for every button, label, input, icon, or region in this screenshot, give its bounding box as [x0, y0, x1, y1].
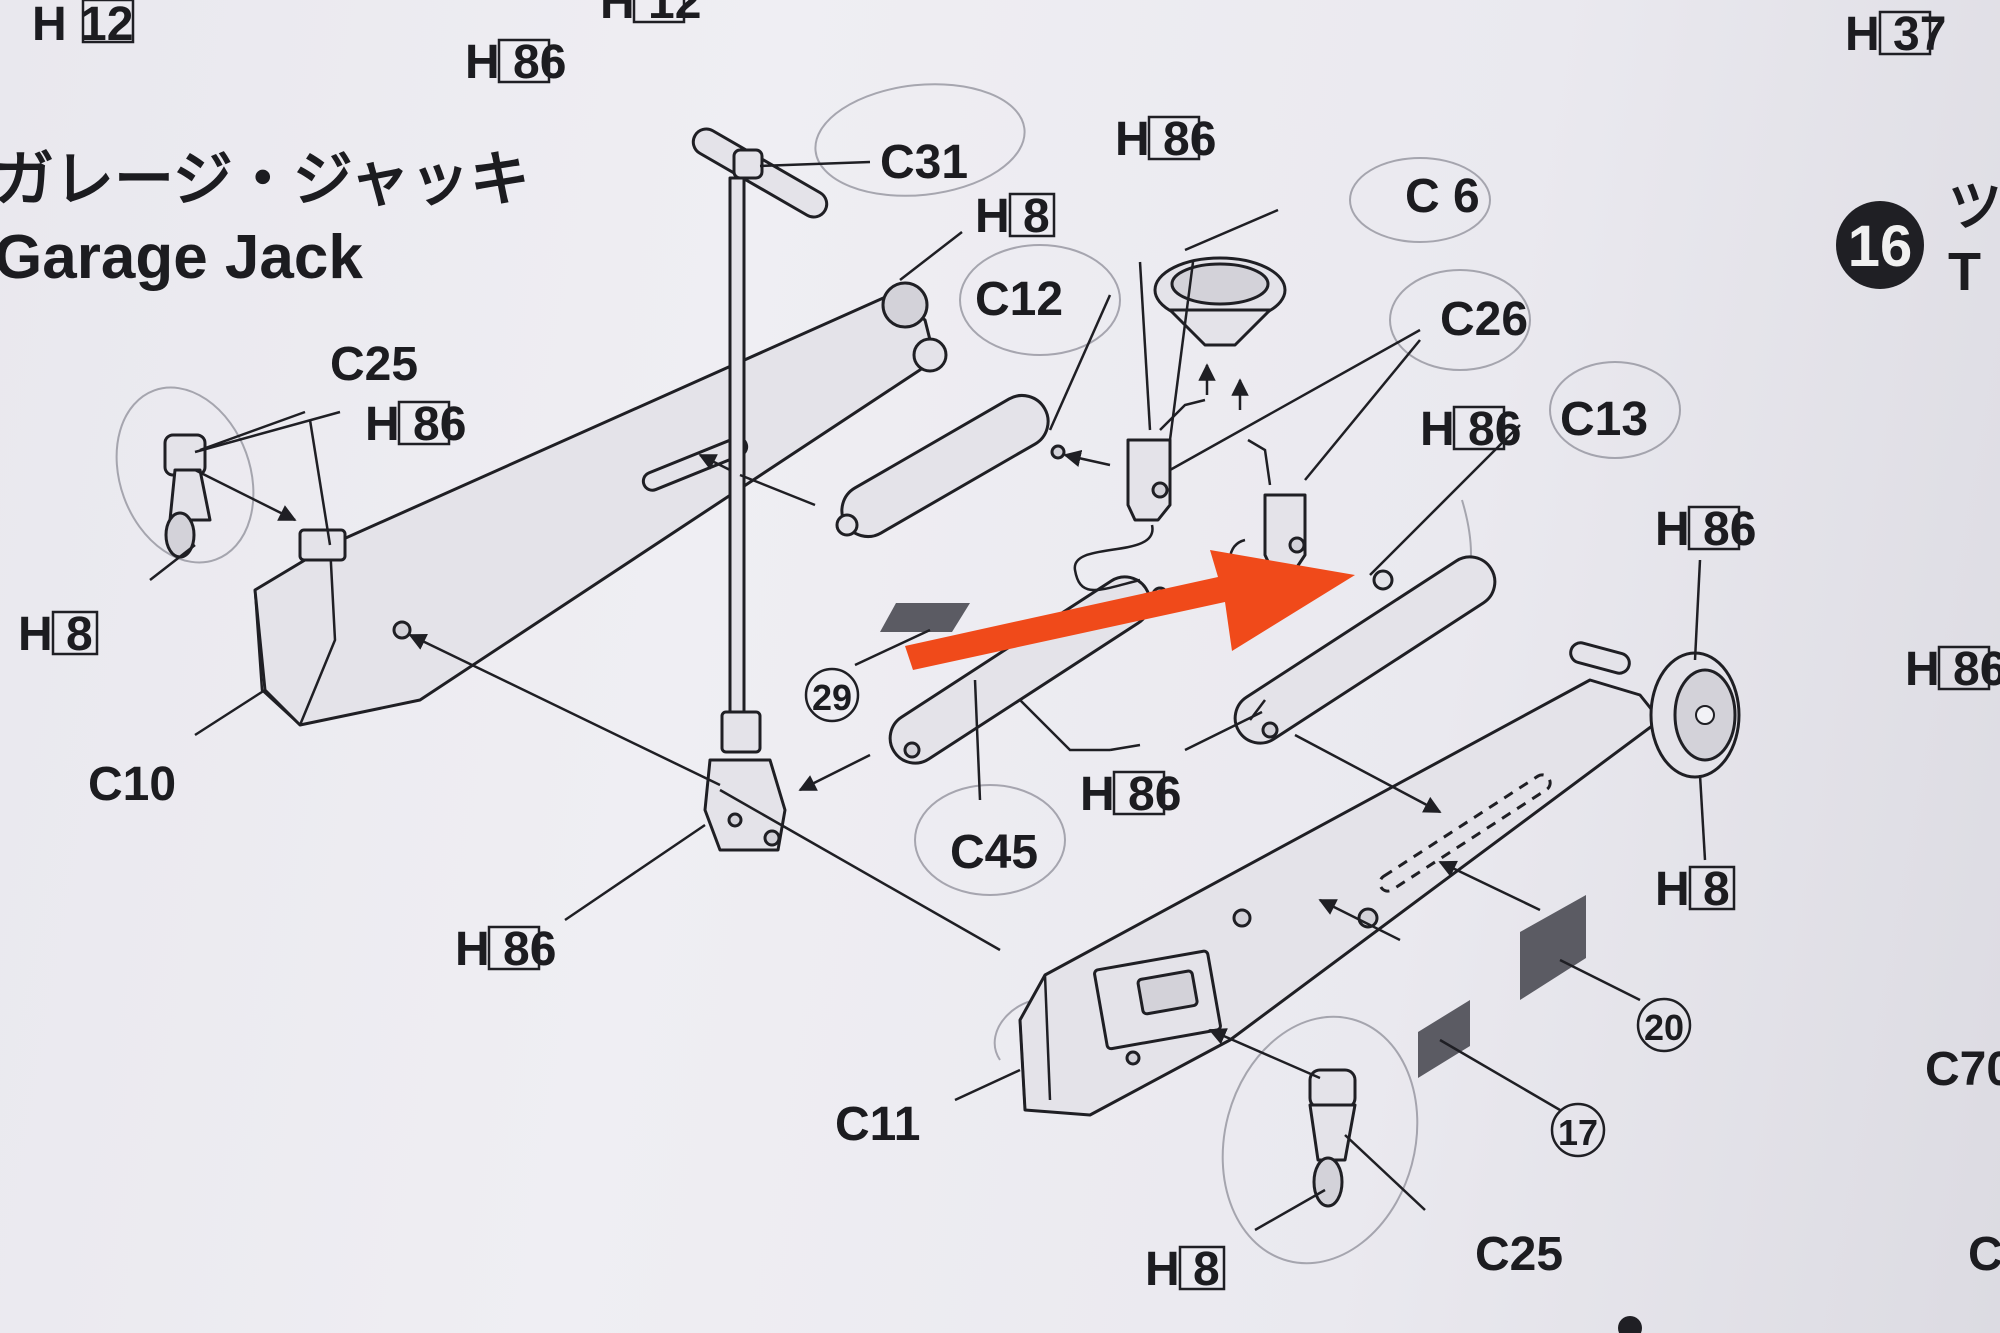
- part-c12-roller: [835, 394, 1066, 538]
- title-english: Garage Jack: [0, 223, 363, 292]
- label-h8-left: H 8: [18, 608, 93, 661]
- part-c26-brackets: [1073, 398, 1307, 592]
- part-c11-arm: [1018, 641, 1741, 1117]
- leader-lines: [149, 160, 1707, 1232]
- decal-number-29: 29: [812, 677, 852, 718]
- part-c31-handle: [691, 127, 829, 852]
- label-c10: C10: [88, 758, 176, 811]
- label-c11: C11: [835, 1098, 920, 1151]
- decal-shapes: [880, 603, 1586, 1078]
- label-c-edge: C: [1968, 1228, 2000, 1281]
- next-step-title-fragment: ツ: [1948, 177, 2000, 237]
- label-h8-handle: H 8: [975, 190, 1050, 243]
- part-c25-caster-right: [1308, 1068, 1357, 1208]
- part-c10-arm: [253, 281, 948, 727]
- label-c25-left: C25: [330, 338, 418, 391]
- title-japanese: ガレージ・ジャッキ: [0, 145, 530, 215]
- decal-numbers: 29 20 17: [804, 667, 1692, 1158]
- label-c70-edge: C70: [1925, 1043, 2000, 1096]
- part-c6-saddle: [1153, 256, 1287, 410]
- step-number: 16: [1848, 214, 1913, 279]
- label-h12-top: H 12: [600, 0, 701, 29]
- decal-number-17: 17: [1558, 1112, 1598, 1153]
- label-c12: C12: [975, 273, 1063, 326]
- label-c26: C26: [1440, 293, 1528, 346]
- label-c45: C45: [950, 826, 1038, 879]
- ink-mark: [1618, 1316, 1642, 1333]
- label-c25-right: C25: [1475, 1228, 1563, 1281]
- label-h86-right-edge: H 86: [1905, 643, 2000, 696]
- part-c13-roller: [1233, 555, 1497, 745]
- label-h8-wheel: H 8: [1655, 863, 1730, 916]
- part-c25-caster-left: [163, 433, 212, 559]
- label-c6: C 6: [1405, 170, 1480, 223]
- label-c31: C31: [880, 136, 968, 189]
- next-step-title-fragment-en: T: [1948, 242, 1981, 302]
- step-badge: 16: [1836, 201, 1924, 289]
- highlight-arrow: [905, 550, 1355, 670]
- part-number-boxes: [51, 0, 1991, 1291]
- assembly-arrows: [194, 449, 1541, 1080]
- label-h8-bottom: H 8: [1145, 1243, 1220, 1296]
- decal-number-20: 20: [1644, 1007, 1684, 1048]
- label-c13: C13: [1560, 393, 1648, 446]
